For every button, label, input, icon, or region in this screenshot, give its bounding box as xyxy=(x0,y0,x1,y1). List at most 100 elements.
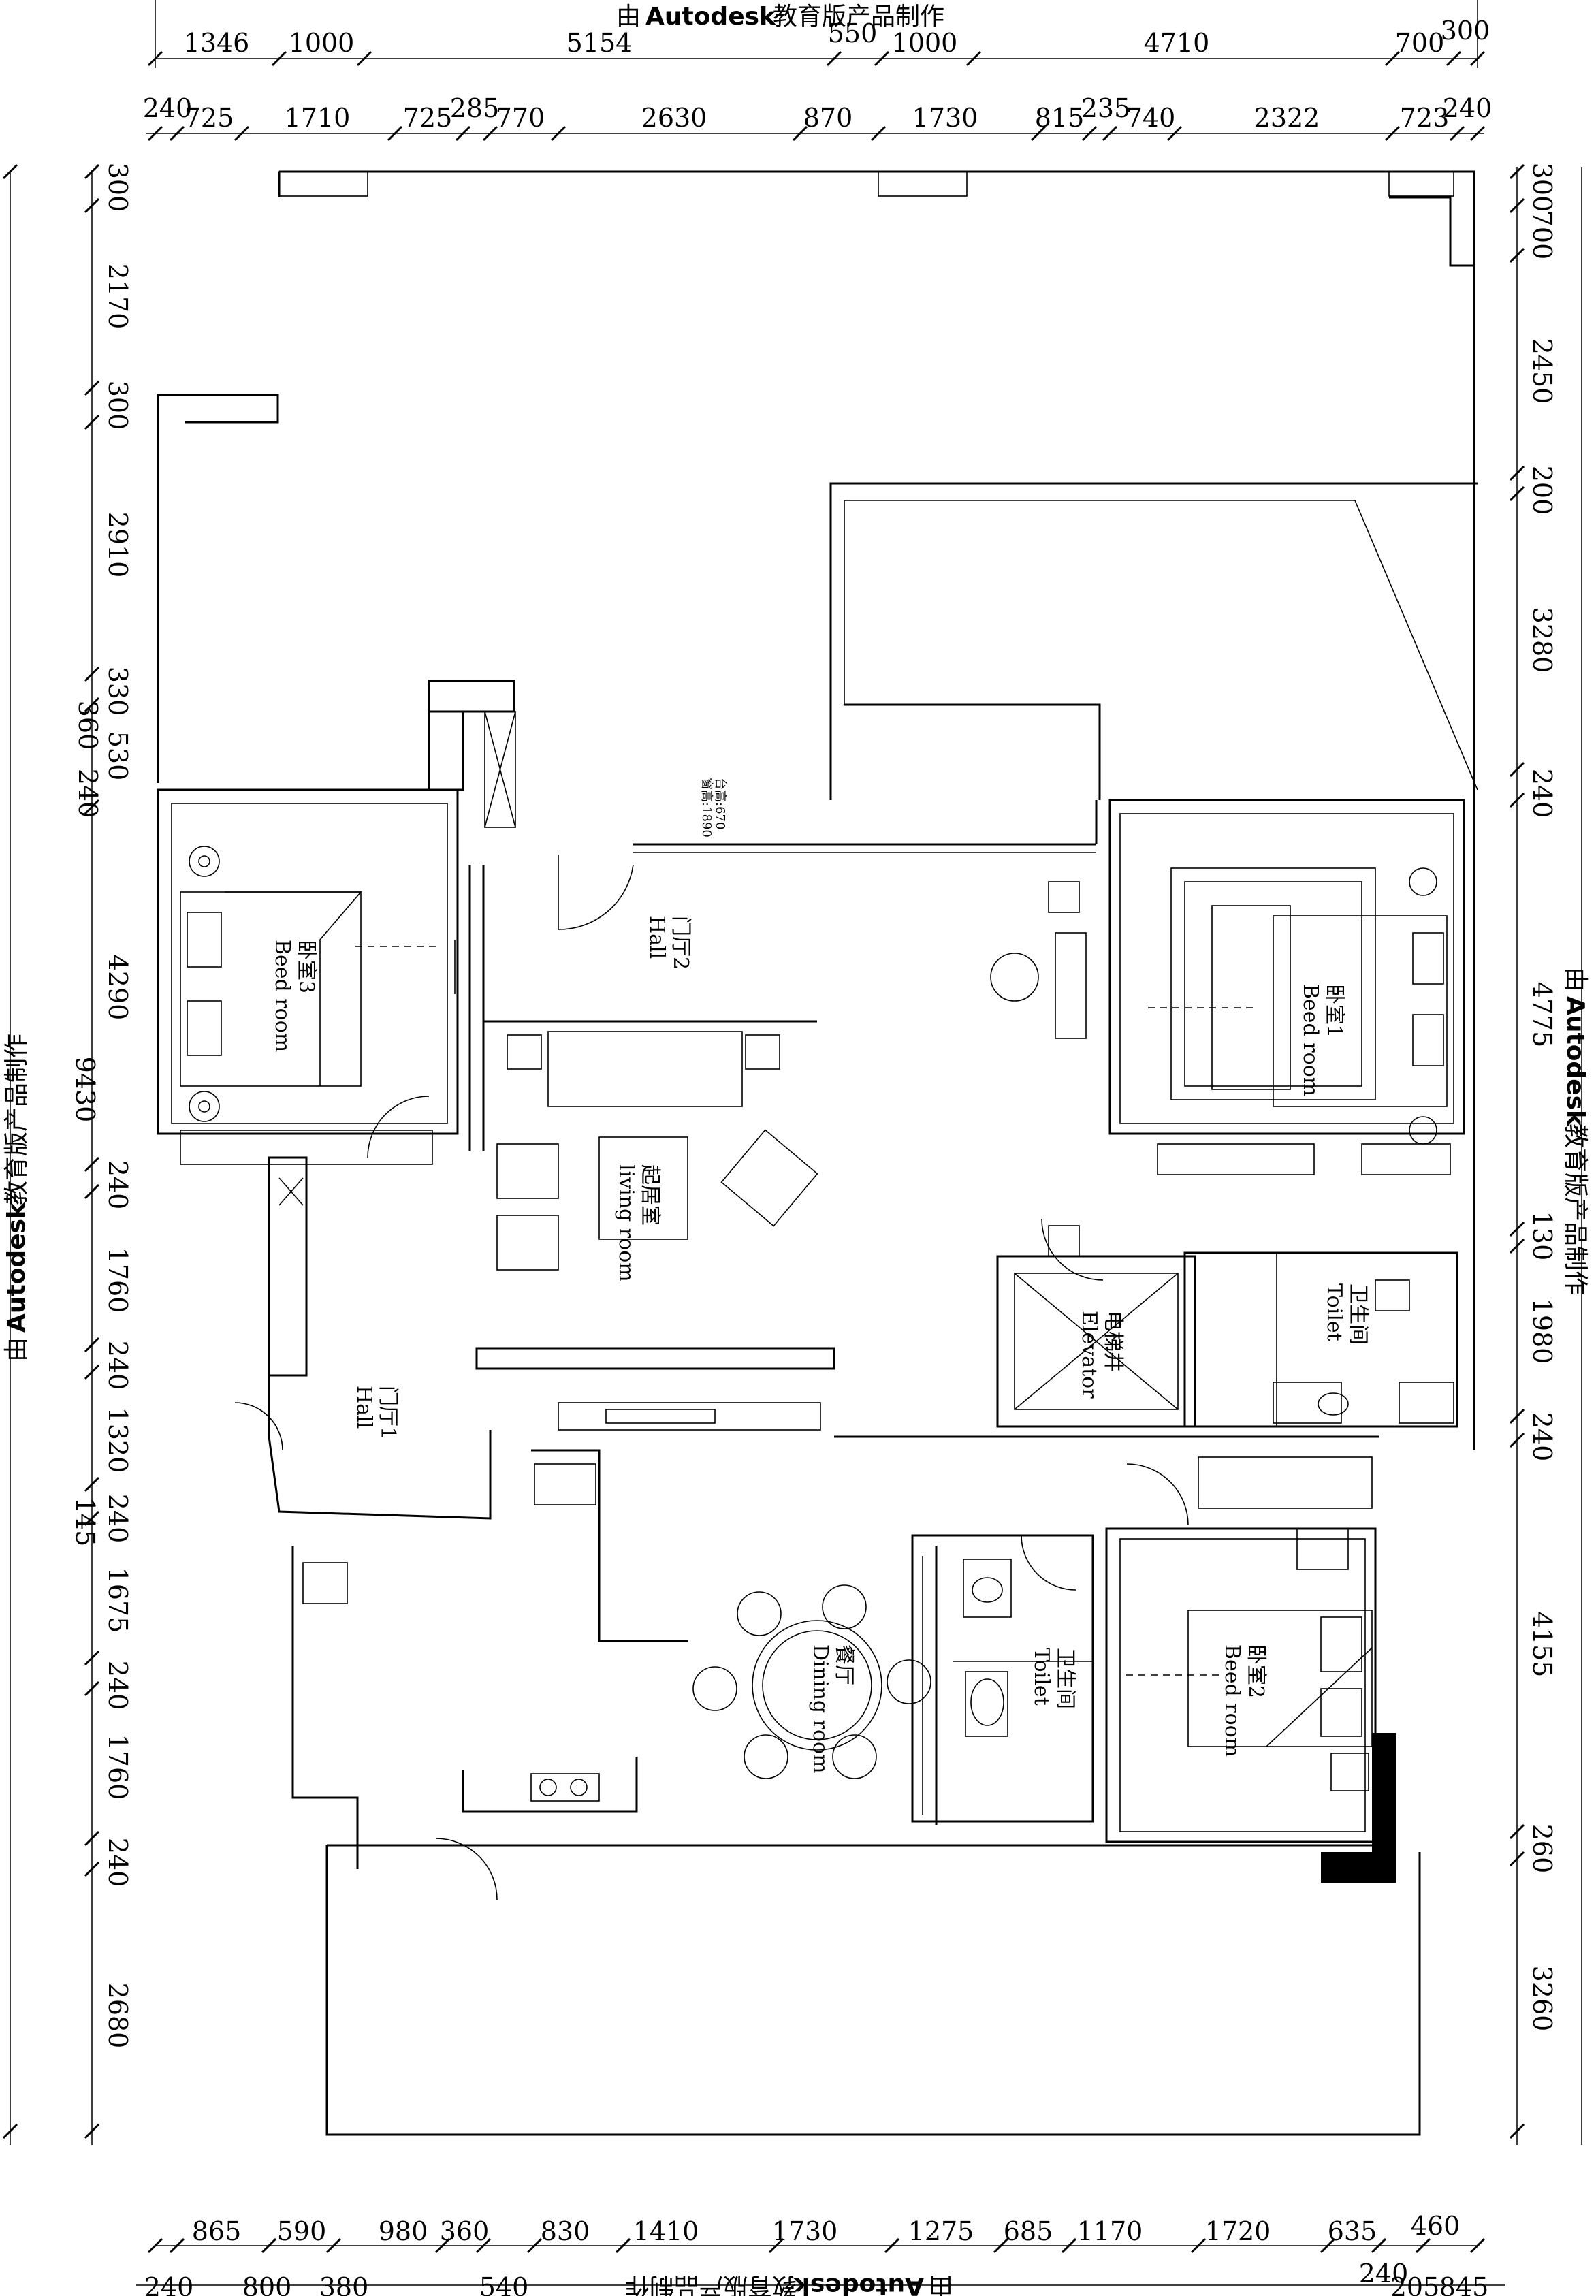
svg-text:Elevator: Elevator xyxy=(1077,1311,1101,1399)
svg-text:1730: 1730 xyxy=(912,103,978,133)
svg-text:卧室2: 卧室2 xyxy=(1244,1644,1268,1698)
svg-text:门厅1: 门厅1 xyxy=(376,1386,400,1439)
svg-text:教育版产品制作: 教育版产品制作 xyxy=(625,2272,797,2296)
svg-text:240: 240 xyxy=(73,769,103,818)
svg-text:240: 240 xyxy=(1359,2259,1409,2289)
svg-text:240: 240 xyxy=(1527,1412,1557,1462)
dim-bottom-row2: 240 800 380 540 205 845 240 xyxy=(144,2259,1489,2296)
svg-text:815: 815 xyxy=(1035,103,1085,133)
svg-text:Autodesk: Autodesk xyxy=(3,1202,31,1333)
svg-text:2450: 2450 xyxy=(1527,338,1557,404)
svg-text:Beed room: Beed room xyxy=(1220,1644,1244,1757)
svg-text:145: 145 xyxy=(70,1497,100,1547)
svg-text:260: 260 xyxy=(1527,1824,1557,1874)
svg-text:240: 240 xyxy=(103,1494,133,1544)
svg-text:1000: 1000 xyxy=(892,28,958,58)
svg-text:240: 240 xyxy=(103,1341,133,1390)
svg-text:台高:670: 台高:670 xyxy=(713,778,727,829)
furniture-dining xyxy=(692,1584,931,1779)
svg-text:窗高:1890: 窗高:1890 xyxy=(699,778,714,838)
svg-text:845: 845 xyxy=(1439,2272,1489,2296)
svg-text:1410: 1410 xyxy=(633,2216,699,2246)
svg-text:卫生间: 卫生间 xyxy=(1053,1648,1077,1709)
svg-text:205: 205 xyxy=(1390,2272,1440,2296)
svg-text:1710: 1710 xyxy=(285,103,351,133)
dimension-ticks xyxy=(2,50,1525,2254)
svg-text:电梯井: 电梯井 xyxy=(1101,1311,1125,1372)
svg-text:540: 540 xyxy=(479,2272,529,2296)
svg-text:教育版产品制作: 教育版产品制作 xyxy=(1561,1123,1589,1295)
svg-text:740: 740 xyxy=(1126,103,1176,133)
svg-text:门厅2: 门厅2 xyxy=(669,916,692,970)
svg-text:教育版产品制作: 教育版产品制作 xyxy=(3,1034,31,1205)
svg-text:300: 300 xyxy=(1441,16,1490,46)
svg-text:240: 240 xyxy=(103,1160,133,1210)
furniture-bedroom2 xyxy=(1123,1456,1373,1791)
svg-text:2170: 2170 xyxy=(103,264,133,330)
svg-text:由: 由 xyxy=(3,1337,31,1362)
svg-text:300: 300 xyxy=(103,163,133,212)
svg-text:240: 240 xyxy=(103,1661,133,1710)
svg-text:Autodesk: Autodesk xyxy=(645,3,776,31)
svg-text:餐厅: 餐厅 xyxy=(832,1644,856,1685)
svg-text:Autodesk: Autodesk xyxy=(1561,996,1589,1127)
svg-text:Dining room: Dining room xyxy=(808,1644,832,1774)
svg-text:330: 330 xyxy=(103,667,133,716)
svg-text:2680: 2680 xyxy=(103,1983,133,2049)
dim-left-col: 300 2170 300 2910 330 530 4290 240 1760 … xyxy=(70,163,133,2049)
svg-text:235: 235 xyxy=(1081,93,1131,123)
room-label-bedroom1: 卧室1 Beed room xyxy=(1298,984,1346,1096)
svg-text:200: 200 xyxy=(1527,466,1557,515)
svg-text:240: 240 xyxy=(1527,769,1557,818)
svg-text:Autodesk: Autodesk xyxy=(793,2272,924,2296)
svg-text:725: 725 xyxy=(185,103,234,133)
svg-text:240: 240 xyxy=(144,2272,194,2296)
svg-text:4290: 4290 xyxy=(103,955,133,1021)
svg-text:教育版产品制作: 教育版产品制作 xyxy=(773,3,944,31)
watermark-left: 由 Autodesk 教育版产品制作 xyxy=(3,1034,31,1362)
dim-right-col: 300 700 2450 200 3280 240 4775 130 1980 … xyxy=(1527,163,1557,2032)
svg-text:1760: 1760 xyxy=(103,1247,133,1313)
window-note: 台高:670 窗高:1890 xyxy=(699,778,727,838)
dim-top-row2: 240 725 1710 725 285 770 2630 870 1730 8… xyxy=(143,93,1493,133)
furniture-kitchen xyxy=(302,1463,600,1802)
furniture-bedroom1 xyxy=(1144,867,1451,1175)
room-label-toilet1: 卫生间 Toilet xyxy=(1322,1283,1370,1345)
svg-text:865: 865 xyxy=(192,2216,242,2246)
outer-walls xyxy=(157,170,1478,2136)
svg-text:4155: 4155 xyxy=(1527,1612,1557,1678)
svg-text:685: 685 xyxy=(1004,2216,1053,2246)
svg-text:Toilet: Toilet xyxy=(1322,1283,1346,1341)
svg-text:870: 870 xyxy=(803,103,853,133)
svg-text:770: 770 xyxy=(496,103,545,133)
svg-text:800: 800 xyxy=(242,2272,292,2296)
svg-text:360: 360 xyxy=(440,2216,490,2246)
svg-text:240: 240 xyxy=(103,1838,133,1887)
svg-text:卫生间: 卫生间 xyxy=(1346,1283,1370,1345)
dim-bottom-row1: 865 590 980 360 830 1410 1730 1275 685 1… xyxy=(192,2211,1461,2246)
svg-text:1720: 1720 xyxy=(1205,2216,1271,2246)
svg-text:700: 700 xyxy=(1527,210,1557,260)
svg-text:1675: 1675 xyxy=(103,1567,133,1633)
svg-text:Hall: Hall xyxy=(645,916,669,959)
svg-text:285: 285 xyxy=(450,93,500,123)
room-label-bedroom2: 卧室2 Beed room xyxy=(1220,1644,1268,1757)
svg-text:起居室: 起居室 xyxy=(638,1164,662,1226)
svg-text:590: 590 xyxy=(277,2216,327,2246)
svg-text:1170: 1170 xyxy=(1077,2216,1143,2246)
svg-text:1730: 1730 xyxy=(772,2216,838,2246)
svg-text:卧室1: 卧室1 xyxy=(1322,984,1346,1038)
svg-text:9430: 9430 xyxy=(70,1057,100,1123)
dim-top-row1: 1346 1000 5154 550 1000 4710 700 300 xyxy=(184,16,1490,58)
svg-text:300: 300 xyxy=(1527,163,1557,212)
svg-text:由: 由 xyxy=(616,3,641,31)
svg-text:550: 550 xyxy=(828,18,878,48)
svg-text:1980: 1980 xyxy=(1527,1298,1557,1365)
svg-text:1320: 1320 xyxy=(103,1407,133,1473)
svg-text:1760: 1760 xyxy=(103,1734,133,1800)
watermark-bottom: 由 Autodesk 教育版产品制作 xyxy=(625,2272,953,2296)
svg-text:3280: 3280 xyxy=(1527,607,1557,673)
svg-text:830: 830 xyxy=(541,2216,590,2246)
svg-text:2910: 2910 xyxy=(103,512,133,578)
interior-walls xyxy=(268,680,1465,1869)
